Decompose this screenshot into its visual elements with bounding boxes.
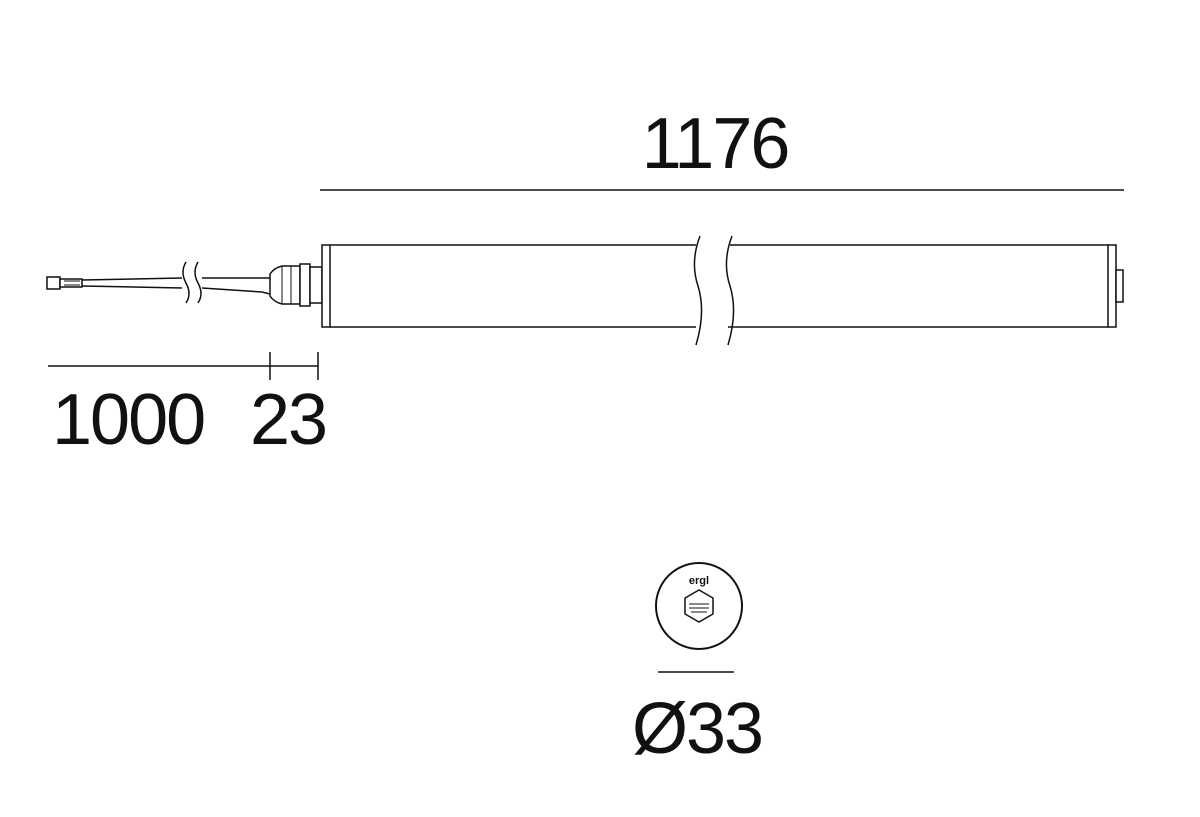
brand-mark: ergl xyxy=(689,575,709,587)
tube-right-end-cap xyxy=(1107,244,1117,328)
diameter-dimension: Ø33 xyxy=(632,671,764,769)
tube-break-mark xyxy=(693,235,703,346)
cable-connector xyxy=(46,276,61,290)
end-view: ergl xyxy=(655,562,743,650)
tube-left-end-cap xyxy=(321,244,331,328)
cable-gland xyxy=(269,263,323,307)
overall-length-label: 1176 xyxy=(642,104,789,184)
overall-length-dimension: 1176 xyxy=(320,104,1124,191)
cable-wire xyxy=(81,277,183,281)
cable xyxy=(46,261,271,304)
cable-length-label: 1000 xyxy=(52,380,204,460)
hexagon-badge-icon xyxy=(684,589,714,623)
gland-length-label: 23 xyxy=(250,380,326,460)
diameter-label: Ø33 xyxy=(632,689,762,769)
gland-nut xyxy=(299,263,311,307)
cable-break-mark xyxy=(182,261,190,304)
tube-body xyxy=(321,235,1124,346)
cable-connector-tip xyxy=(59,278,83,288)
end-cap-connector xyxy=(1115,269,1124,303)
cable-dimension: 1000 23 xyxy=(48,352,328,460)
